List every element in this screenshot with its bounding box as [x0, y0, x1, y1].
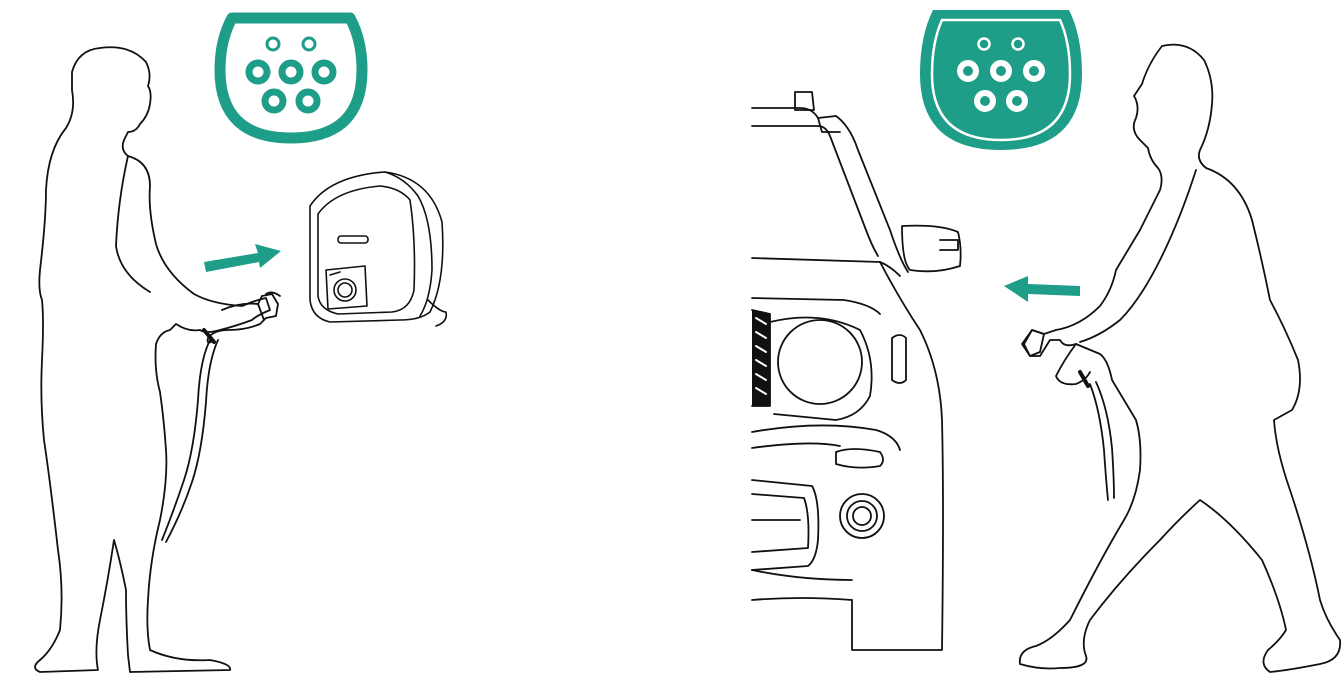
- person-left: [35, 47, 280, 672]
- type2-connector-icon-left: [220, 18, 362, 138]
- arrow-right-icon: [204, 244, 281, 272]
- car-front: [752, 92, 961, 650]
- arrow-left-icon: [1004, 276, 1080, 302]
- type2-connector-icon-right: [920, 10, 1082, 150]
- person-right: [1020, 45, 1340, 672]
- wall-charger: [310, 172, 446, 326]
